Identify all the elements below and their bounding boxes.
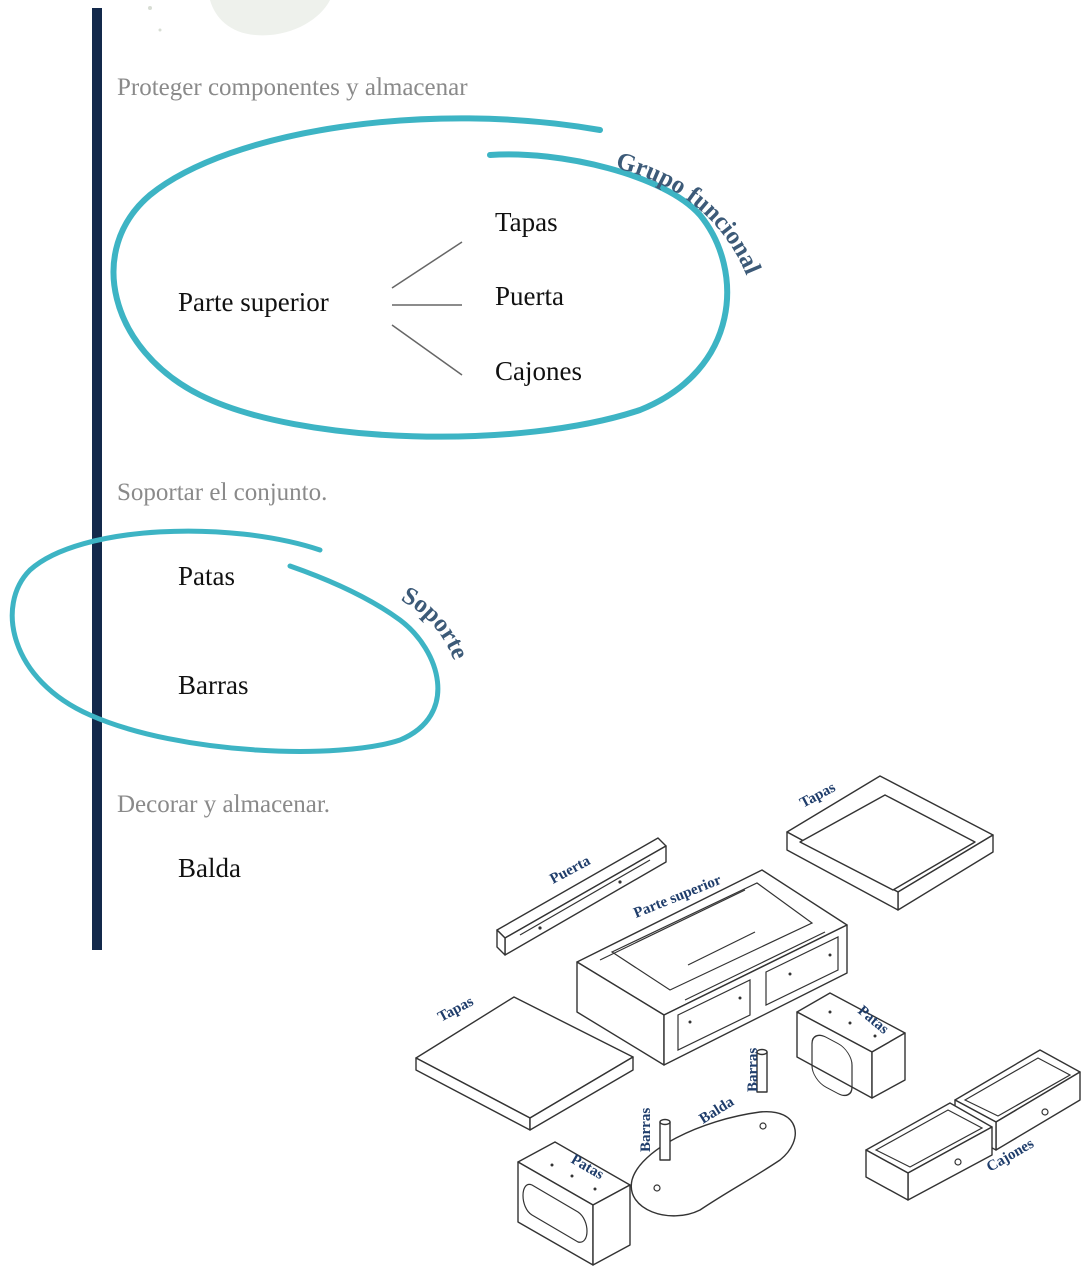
section-heading-protect: Proteger componentes y almacenar — [117, 74, 468, 101]
section-heading-support: Soportar el conjunto. — [117, 479, 327, 506]
exploded-view: Tapas Puerta Parte superior — [415, 775, 1081, 1266]
label-barras-center: Barras — [745, 1048, 761, 1092]
connector-tapas — [391, 241, 463, 289]
cajones-part — [865, 1049, 1081, 1201]
label-barras-left: Barras — [638, 1108, 654, 1152]
funcional-ellipse — [110, 115, 731, 440]
item-patas: Patas — [178, 561, 235, 591]
balda-part — [630, 1111, 796, 1217]
label-tapas-left: Tapas — [435, 994, 476, 1026]
funcional-group-label: Grupo funcional — [613, 148, 765, 279]
child-cajones: Cajones — [495, 356, 582, 386]
funcional-group: Grupo funcional Parte superior Tapas Pue… — [110, 115, 766, 440]
item-barras: Barras — [178, 670, 248, 700]
tapa-left-part — [415, 996, 634, 1131]
connector-cajones — [391, 324, 463, 376]
barras-center-part — [756, 1048, 768, 1093]
tapa-top-part — [786, 775, 994, 911]
soporte-group: Soporte Patas Barras — [9, 528, 473, 754]
child-tapas: Tapas — [495, 207, 558, 237]
timeline-bar — [92, 8, 102, 950]
soporte-ellipse — [9, 528, 441, 754]
parte-superior-part — [576, 869, 848, 1066]
item-balda: Balda — [178, 853, 241, 883]
child-puerta: Puerta — [495, 281, 564, 311]
patas-right-part — [796, 992, 906, 1099]
patas-left-part — [517, 1141, 631, 1266]
barras-left-part — [659, 1118, 671, 1161]
decorative-splash — [148, 0, 330, 36]
section-heading-decorate: Decorar y almacenar. — [117, 791, 330, 818]
soporte-group-label: Soporte — [397, 582, 473, 664]
parent-parte-superior: Parte superior — [178, 287, 329, 317]
puerta-part — [496, 837, 667, 956]
